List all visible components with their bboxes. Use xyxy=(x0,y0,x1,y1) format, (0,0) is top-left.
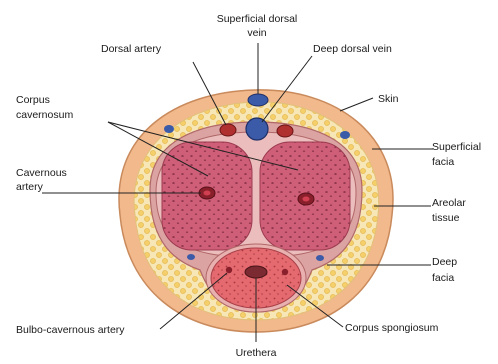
right-ventral-vessel xyxy=(316,255,324,261)
label-urethera: Urethera xyxy=(236,347,277,359)
label-corpus-spongiosum: Corpus spongiosum xyxy=(345,322,439,334)
label-superficial-dorsal-vein-2: vein xyxy=(247,27,266,39)
label-deep-facia-1: Deep xyxy=(432,256,457,268)
left-bulbo-cavernous-artery xyxy=(226,267,232,273)
urethra xyxy=(245,266,267,278)
right-lateral-vessel xyxy=(340,131,350,139)
label-superficial-dorsal-vein-1: Superficial dorsal xyxy=(217,13,298,25)
label-bulbo-cavernous-artery: Bulbo-cavernous artery xyxy=(16,324,125,336)
label-deep-dorsal-vein: Deep dorsal vein xyxy=(313,43,392,55)
right-bulbo-cavernous-artery xyxy=(282,269,288,275)
label-areolar-tissue-2: tissue xyxy=(432,212,460,224)
label-dorsal-artery: Dorsal artery xyxy=(101,43,162,55)
superficial-dorsal-vein xyxy=(248,94,268,106)
left-ventral-vessel xyxy=(187,254,195,260)
label-areolar-tissue-1: Areolar xyxy=(432,197,466,209)
deep-dorsal-vein xyxy=(246,118,268,140)
label-cavernous-artery-2: artery xyxy=(16,181,44,193)
right-dorsal-artery xyxy=(277,125,293,137)
label-cavernous-artery-1: Cavernous xyxy=(16,167,67,179)
label-superficial-facia-1: Superficial xyxy=(432,141,481,153)
left-cavernous-artery-lumen xyxy=(204,191,211,196)
label-corpus-cavernosum-2: cavernosum xyxy=(16,109,73,121)
left-lateral-vessel xyxy=(164,125,174,133)
right-cavernous-artery-lumen xyxy=(303,197,310,202)
label-deep-facia-2: facia xyxy=(432,272,454,284)
leader-skin xyxy=(340,98,373,111)
label-superficial-facia-2: facia xyxy=(432,156,454,168)
label-skin: Skin xyxy=(378,93,399,105)
label-corpus-cavernosum-1: Corpus xyxy=(16,94,50,106)
left-dorsal-artery xyxy=(220,124,236,136)
